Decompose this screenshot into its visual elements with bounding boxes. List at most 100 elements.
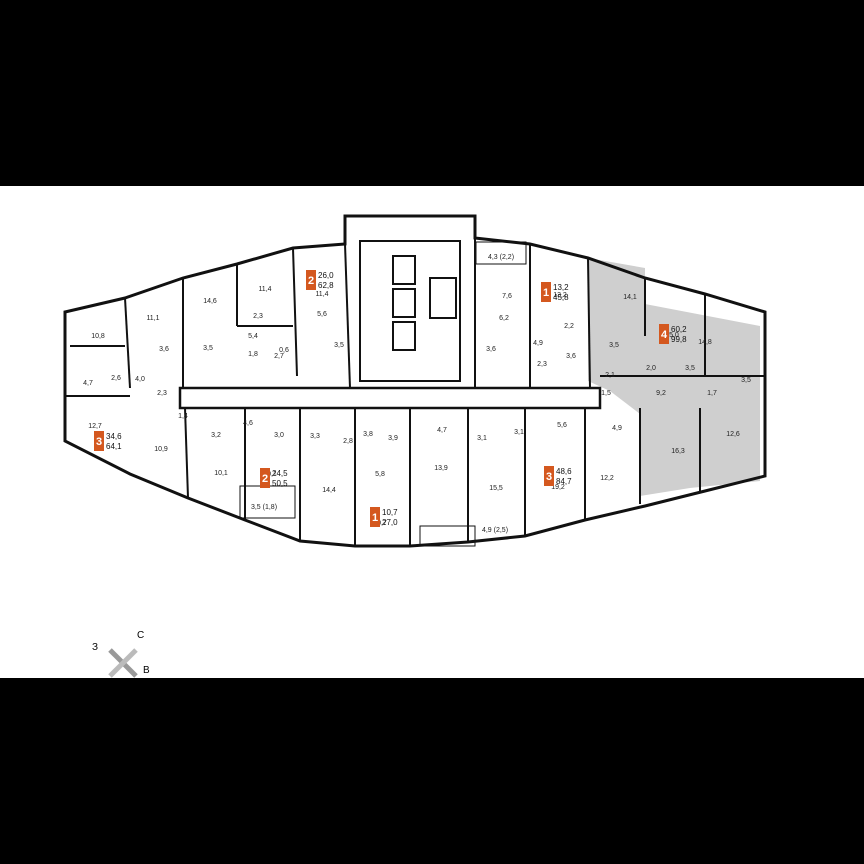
room-area-label: 3,9 [388,435,398,442]
room-area-label: 3,6 [486,346,496,353]
badge-rooms-box [544,466,554,486]
badge-living-area: 26,0 [318,271,334,280]
badge-living-area: 13,2 [553,283,569,292]
room-area-label: 15,0 [665,332,679,339]
room-area-label: 3,5 [685,365,695,372]
compass-west: З [92,642,99,653]
room-area-label: 4,0 [135,376,145,383]
room-area-label: 19,2 [551,484,565,491]
building-core [359,240,461,382]
compass-rose-icon [108,648,138,678]
badge-living-area: 10,7 [382,508,398,517]
room-area-label: 2,3 [537,361,547,368]
corridor [178,386,602,410]
room-area-label: 4,7 [83,380,93,387]
room-area-label: 1,7 [707,390,717,397]
badge-rooms-count: 1 [372,512,378,524]
badge-total-area: 50,5 [272,479,288,488]
badge-living-area: 34,6 [106,432,122,441]
badge-rooms-count: 1 [543,287,549,299]
room-area-label: 14,4 [322,487,336,494]
compass-north: С [137,630,145,641]
badge-total-area: 45,8 [553,293,569,302]
badge-living-area: 48,6 [556,467,572,476]
room-area-label: 3,5 [741,377,751,384]
room-area-label: 4,6 [243,420,253,427]
apartment-badge-b7[interactable]: 3 48,684,7 [544,466,572,486]
badge-total-area: 27,0 [382,518,398,527]
badge-rooms-box [659,324,669,344]
room-area-label: 16,3 [671,448,685,455]
badge-total-area: 99,8 [671,335,687,344]
room-area-label: 3,6 [566,353,576,360]
room-area-label: 2,3 [157,390,167,397]
room-area-label: 3,5 (1,8) [251,504,277,511]
partition-walls [65,238,765,546]
badge-living-area: 60,2 [671,325,687,334]
room-area-label: 3,0 [274,432,284,439]
room-area-label: 5,4 [248,333,258,340]
compass: З С В [88,630,158,678]
badge-rooms-count: 2 [262,473,268,485]
badge-rooms-count: 2 [308,275,314,287]
room-area-label: 3,5 [334,342,344,349]
badge-rooms-count: 3 [546,471,552,483]
room-area-label: 2,2 [564,323,574,330]
room-area-label: 2,3 [253,313,263,320]
room-area-label: 10,1 [214,470,228,477]
building-outline [63,214,767,548]
room-area-label: 2,0 [646,365,656,372]
badge-total-area: 62,8 [318,281,334,290]
apartment-badge-b2[interactable]: 1 13,245,8 [541,282,569,302]
room-area-label: 4,9 [612,425,622,432]
room-area-label: 3,3 [310,433,320,440]
room-area-label: 1,8 [248,351,258,358]
room-area-label: 3,5 [609,342,619,349]
room-area-label: 3,2 [211,432,221,439]
apartment-badge-b5[interactable]: 2 24,550,5 [260,468,288,488]
room-area-label: 13,9 [434,465,448,472]
room-area-label: 4,9 [533,340,543,347]
compass-east: В [143,665,150,676]
room-area-label: 3,8 [363,431,373,438]
room-area-label: 15,5 [489,485,503,492]
badge-rooms-box [260,468,270,488]
badge-total-area: 64,1 [106,442,122,451]
room-area-label: 11,4 [258,286,271,293]
room-area-label: 3,5 [203,345,213,352]
room-area-label: 12,7 [88,423,102,430]
room-area-label: 3,1 [514,429,524,436]
room-area-label: 12,2 [600,475,614,482]
room-area-label: 0,6 [279,347,289,354]
room-area-label: 14,8 [698,339,712,346]
room-area-label: 4,3 (2,2) [488,254,514,261]
room-area-label: 10,8 [91,333,105,340]
badge-rooms-box [370,507,380,527]
room-area-label: 4,9 (2,5) [482,527,508,534]
apartment-badge-b1[interactable]: 2 26,062,8 [306,270,334,290]
room-area-label: 11,1 [146,315,159,322]
room-area-label: 5,6 [557,422,567,429]
badge-living-area: 24,5 [272,469,288,478]
room-area-label: 2,1 [605,372,615,379]
room-area-label: 9,2 [656,390,666,397]
room-area-label: 2,7 [274,353,284,360]
badge-rooms-box [541,282,551,302]
room-area-label: 5,8 [375,471,385,478]
room-area-label: 10,7 [373,520,387,527]
room-area-label: 10,1 [263,471,277,478]
room-area-label: 12,6 [726,431,740,438]
room-area-label: 4,7 [437,427,447,434]
room-area-label: 11,4 [315,291,328,298]
room-area-label: 14,1 [623,294,637,301]
room-area-label: 1,4 [178,413,188,420]
badge-total-area: 84,7 [556,477,572,486]
balconies [239,241,527,547]
room-area-label: 2,8 [343,438,353,445]
badge-rooms-box [306,270,316,290]
